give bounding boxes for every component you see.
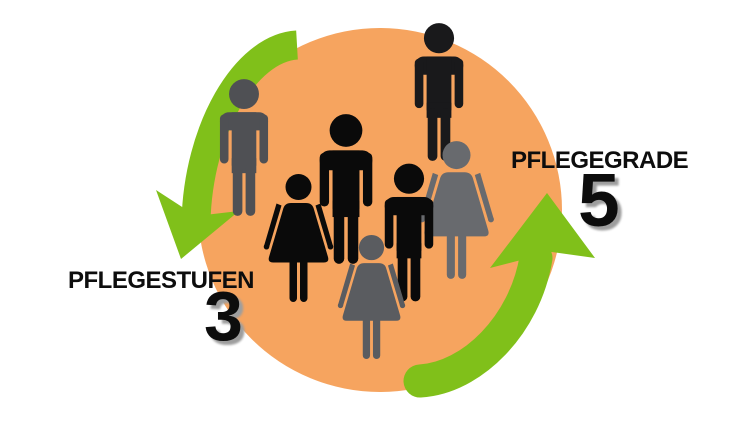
left-arrow-head bbox=[156, 190, 239, 259]
pflegegrade-label: PFLEGEGRADE bbox=[511, 147, 689, 174]
right-arrow-head bbox=[490, 193, 595, 268]
left-curved-arrow-icon bbox=[156, 30, 300, 259]
pflegestufen-number: 3 bbox=[204, 277, 243, 355]
right-arrow-shaft bbox=[403, 241, 553, 398]
orange-disc bbox=[198, 28, 562, 392]
pflegegrade-number: 5 bbox=[578, 158, 620, 242]
pflegestufen-label: PFLEGESTUFEN bbox=[68, 267, 255, 294]
right-curved-arrow-icon bbox=[403, 193, 595, 398]
left-arrow-shaft bbox=[181, 30, 300, 223]
